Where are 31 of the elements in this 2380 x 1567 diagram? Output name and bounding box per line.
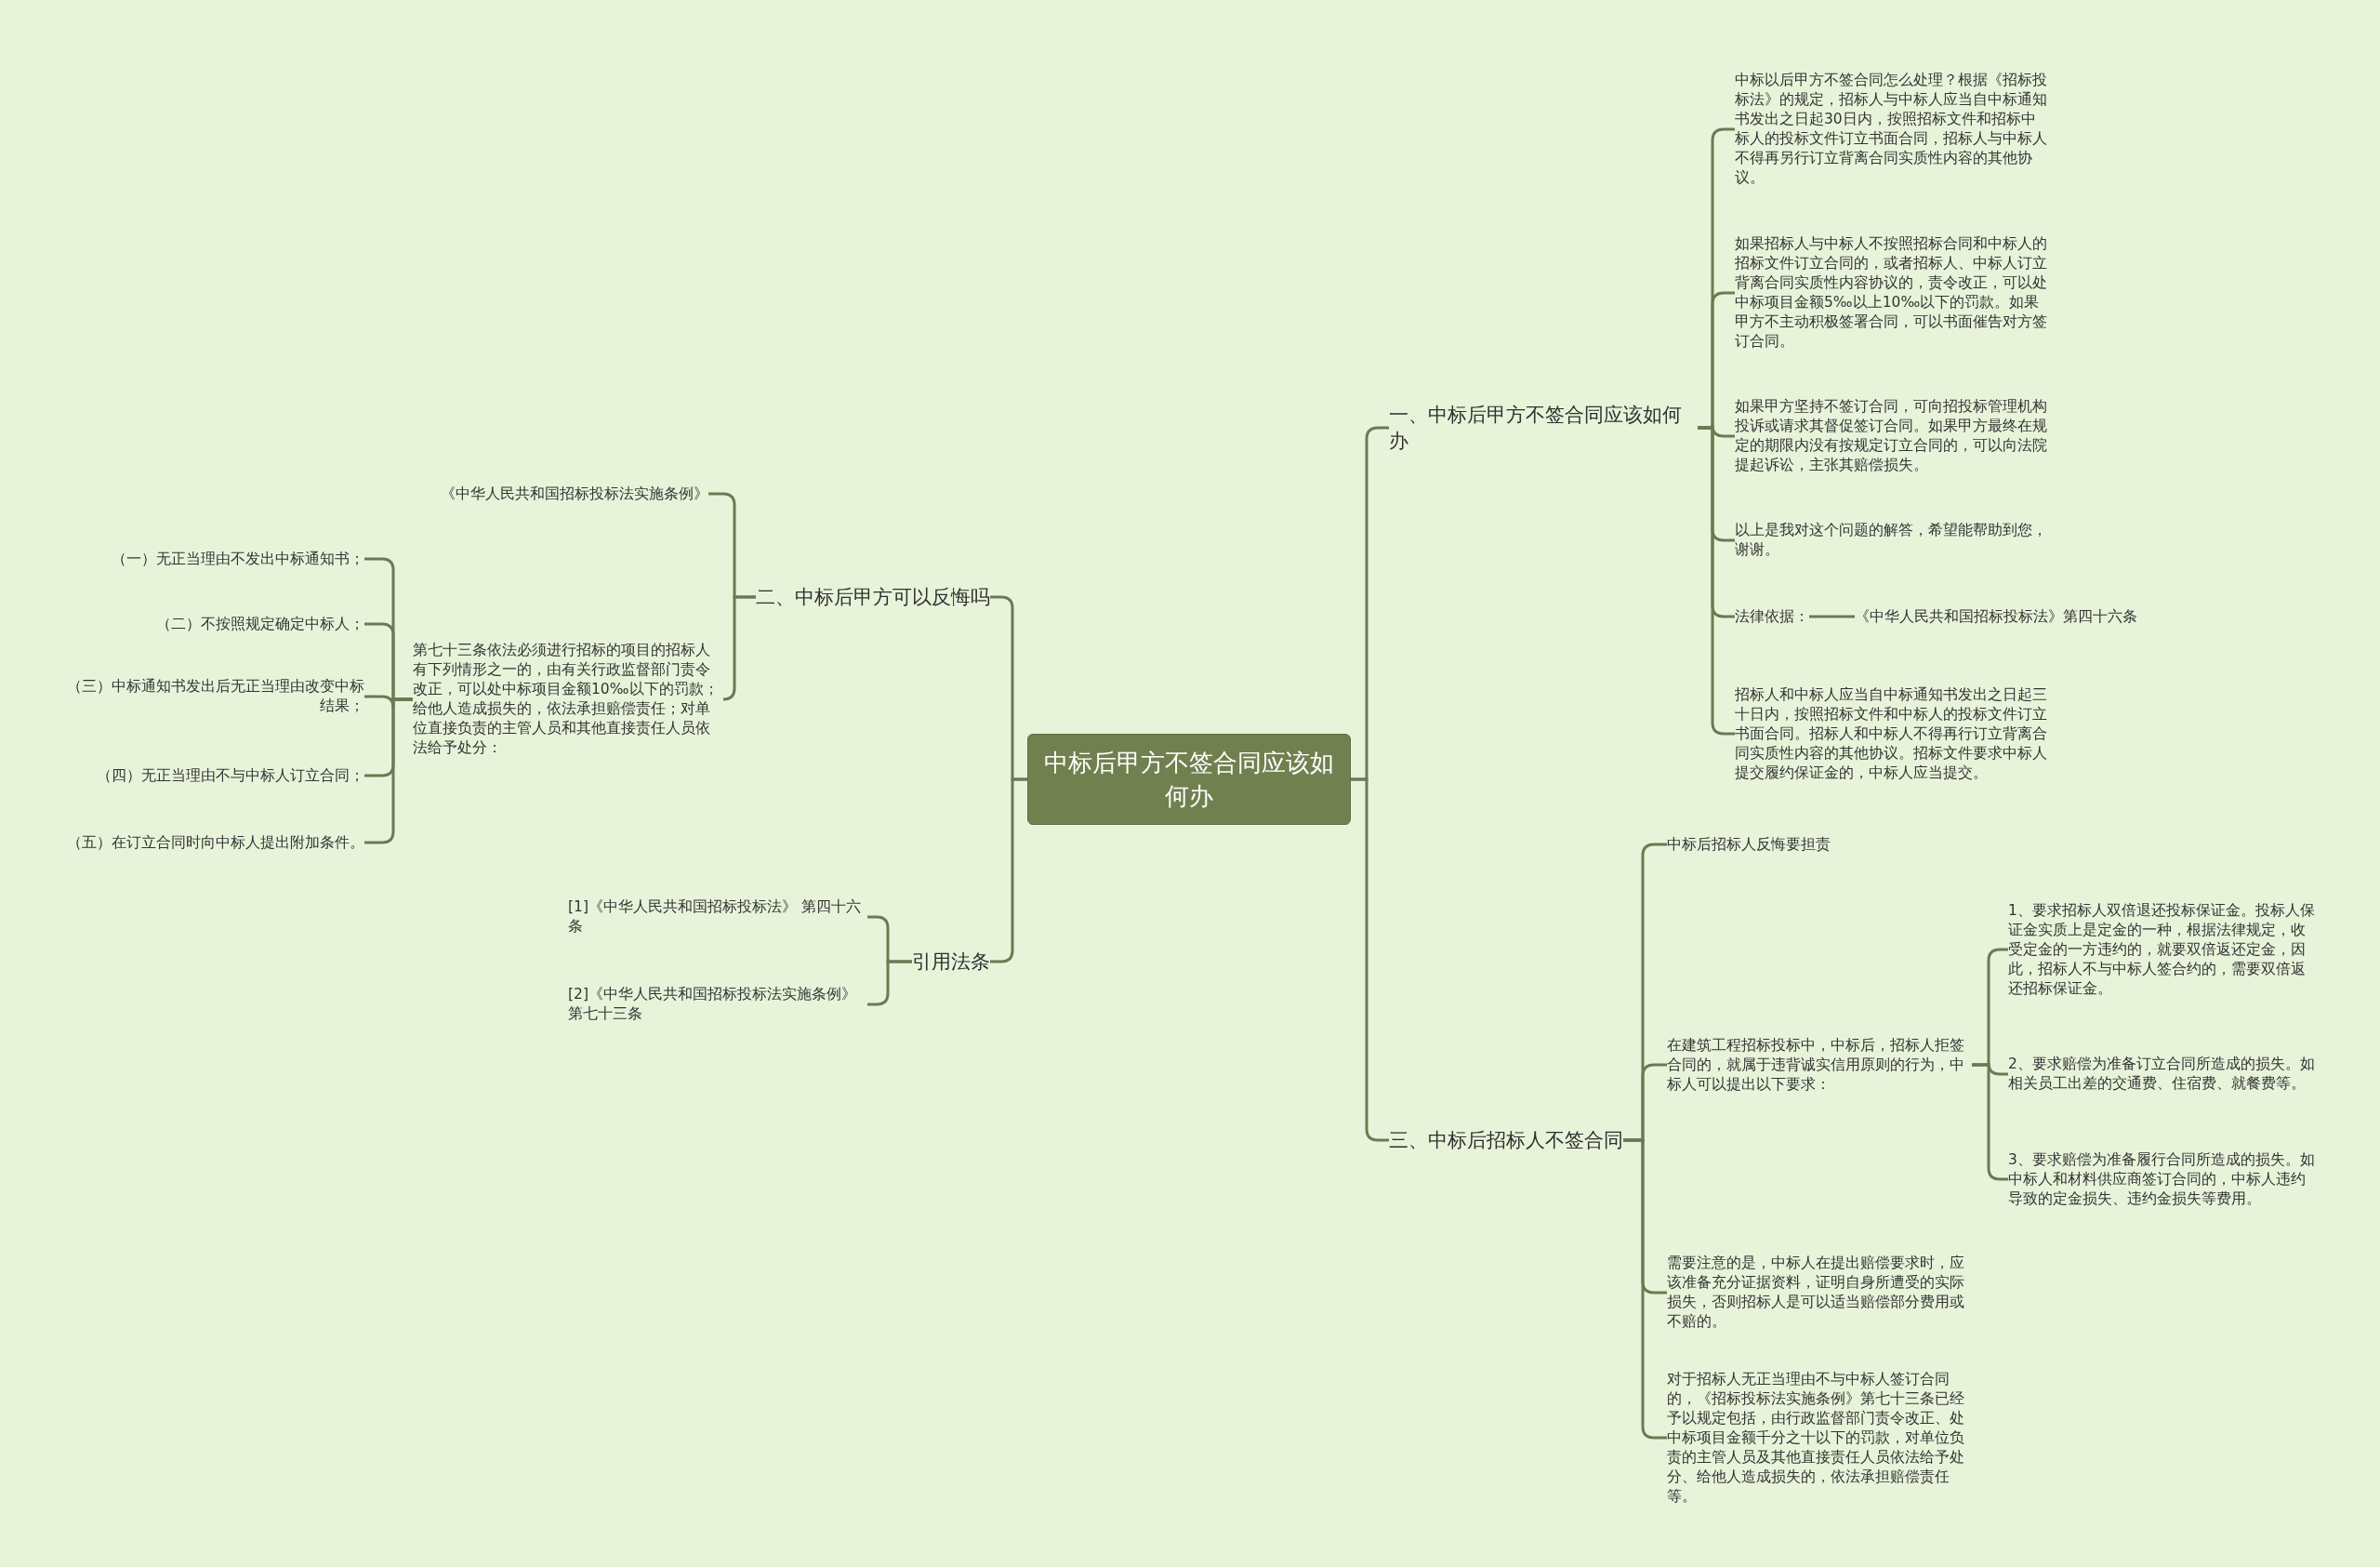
- topic-text: 1、要求招标人双倍退还投标保证金。投标人保证金实质上是定金的一种，根据法律规定，收受定金的一方违约的，就要双倍返还定金，因此，招标人不与中标人签合约的，需要双倍返还招标保证金。: [2008, 900, 2315, 999]
- topic-text: （五）在订立合同时向中标人提出附加条件。: [58, 832, 364, 853]
- topic-text: [1]《中华人民共和国招标投标法》 第四十六条: [568, 897, 867, 936]
- topic-text: 招标人和中标人应当自中标通知书发出之日起三十日内，按照招标文件和中标人的投标文件订立书面合同。招标人和中标人不得再行订立背离合同实质性内容的其他协议。招标文件要求中标人提交履约保证金的，中标人应当提交。: [1735, 684, 2047, 783]
- topic-text: 对于招标人无正当理由不与中标人签订合同的，《招标投标法实施条例》第七十三条已经予以规定包括，由行政监督部门责令改正、处中标项目金额千分之十以下的罚款，对单位负责的主管人员及其他直接责任人员依法给予处分、给他人造成损失的，依法承担赔偿责任等。: [1667, 1369, 1972, 1507]
- branch-topic: 三、中标后招标人不签合同: [1389, 1127, 1623, 1153]
- topic-text: 如果甲方坚持不签订合同，可向招投标管理机构投诉或请求其督促签订合同。如果甲方最终在规定的期限内没有按规定订立合同的，可以向法院提起诉讼，主张其赔偿损失。: [1735, 397, 2047, 475]
- branch-topic: 一、中标后甲方不签合同应该如何办: [1389, 402, 1698, 454]
- connector-line: [721, 595, 756, 701]
- topic-text: （三）中标通知书发出后无正当理由改变中标结果；: [58, 677, 364, 716]
- topic-text: 以上是我对这个问题的解答，希望能帮助到您，谢谢。: [1735, 521, 2047, 560]
- topic-text: 中标后招标人反悔要担责: [1667, 834, 1831, 855]
- topic-text: 在建筑工程招标投标中，中标后，招标人拒签合同的，就属于违背诚实信用原则的行为，中标人可以提出以下要求：: [1667, 1035, 1972, 1095]
- topic-text: 2、要求赔偿为准备订立合同所造成的损失。如相关员工出差的交通费、住宿费、就餐费等。: [2008, 1055, 2315, 1094]
- topic-text: 《中华人民共和国招标投标法实施条例》: [441, 484, 708, 504]
- topic-text: （一）无正当理由不发出中标通知书；: [58, 549, 364, 569]
- connector-line: [867, 960, 912, 1006]
- topic-text: 法律依据：: [1735, 606, 1809, 627]
- topic-text: 3、要求赔偿为准备履行合同所造成的损失。如中标人和材料供应商签订合同的，中标人违约导致的定金损失、违约金损失等费用。: [2008, 1149, 2315, 1209]
- topic-text: 中标以后甲方不签合同怎么处理？根据《招标投标法》的规定，招标人与中标人应当自中标通知书发出之日起30日内，按照招标文件和招标中标人的投标文件订立书面合同，招标人与中标人不得再另行订立背离合同实质性内容的其他协议。: [1735, 71, 2047, 188]
- topic-text: 如果招标人与中标人不按照招标合同和中标人的招标文件订立合同的，或者招标人、中标人订立背离合同实质性内容协议的，责令改正，可以处中标项目金额5‰以上10‰以下的罚款。如果甲方不主动积极签署合同，可以书面催告对方签订合同。: [1735, 234, 2047, 352]
- branch-topic: 引用法条: [912, 949, 990, 975]
- topic-text: （四）无正当理由不与中标人订立合同；: [58, 765, 364, 786]
- topic-text: 需要注意的是，中标人在提出赔偿要求时，应该准备充分证据资料，证明自身所遭受的实际损失，否则招标人是可以适当赔偿部分费用或不赔的。: [1667, 1254, 1972, 1332]
- topic-text: [2]《中华人民共和国招标投标法实施条例》第七十三条: [568, 985, 867, 1024]
- topic-text: 《中华人民共和国招标投标法》第四十六条: [1855, 606, 2137, 627]
- connector-line: [1809, 615, 1855, 618]
- topic-text: 第七十三条依法必须进行招标的项目的招标人有下列情形之一的，由有关行政监督部门责令改正，可以处中标项目金额10‰以下的罚款；给他人造成损失的，依法承担赔偿责任；对单位直接负责的主管人员和其他直接责任人员依法给予处分：: [413, 641, 723, 758]
- central-topic-box: 中标后甲方不签合同应该如何办: [1027, 734, 1351, 825]
- topic-text: （二）不按照规定确定中标人；: [58, 614, 364, 634]
- branch-topic: 二、中标后甲方可以反悔吗: [756, 584, 990, 610]
